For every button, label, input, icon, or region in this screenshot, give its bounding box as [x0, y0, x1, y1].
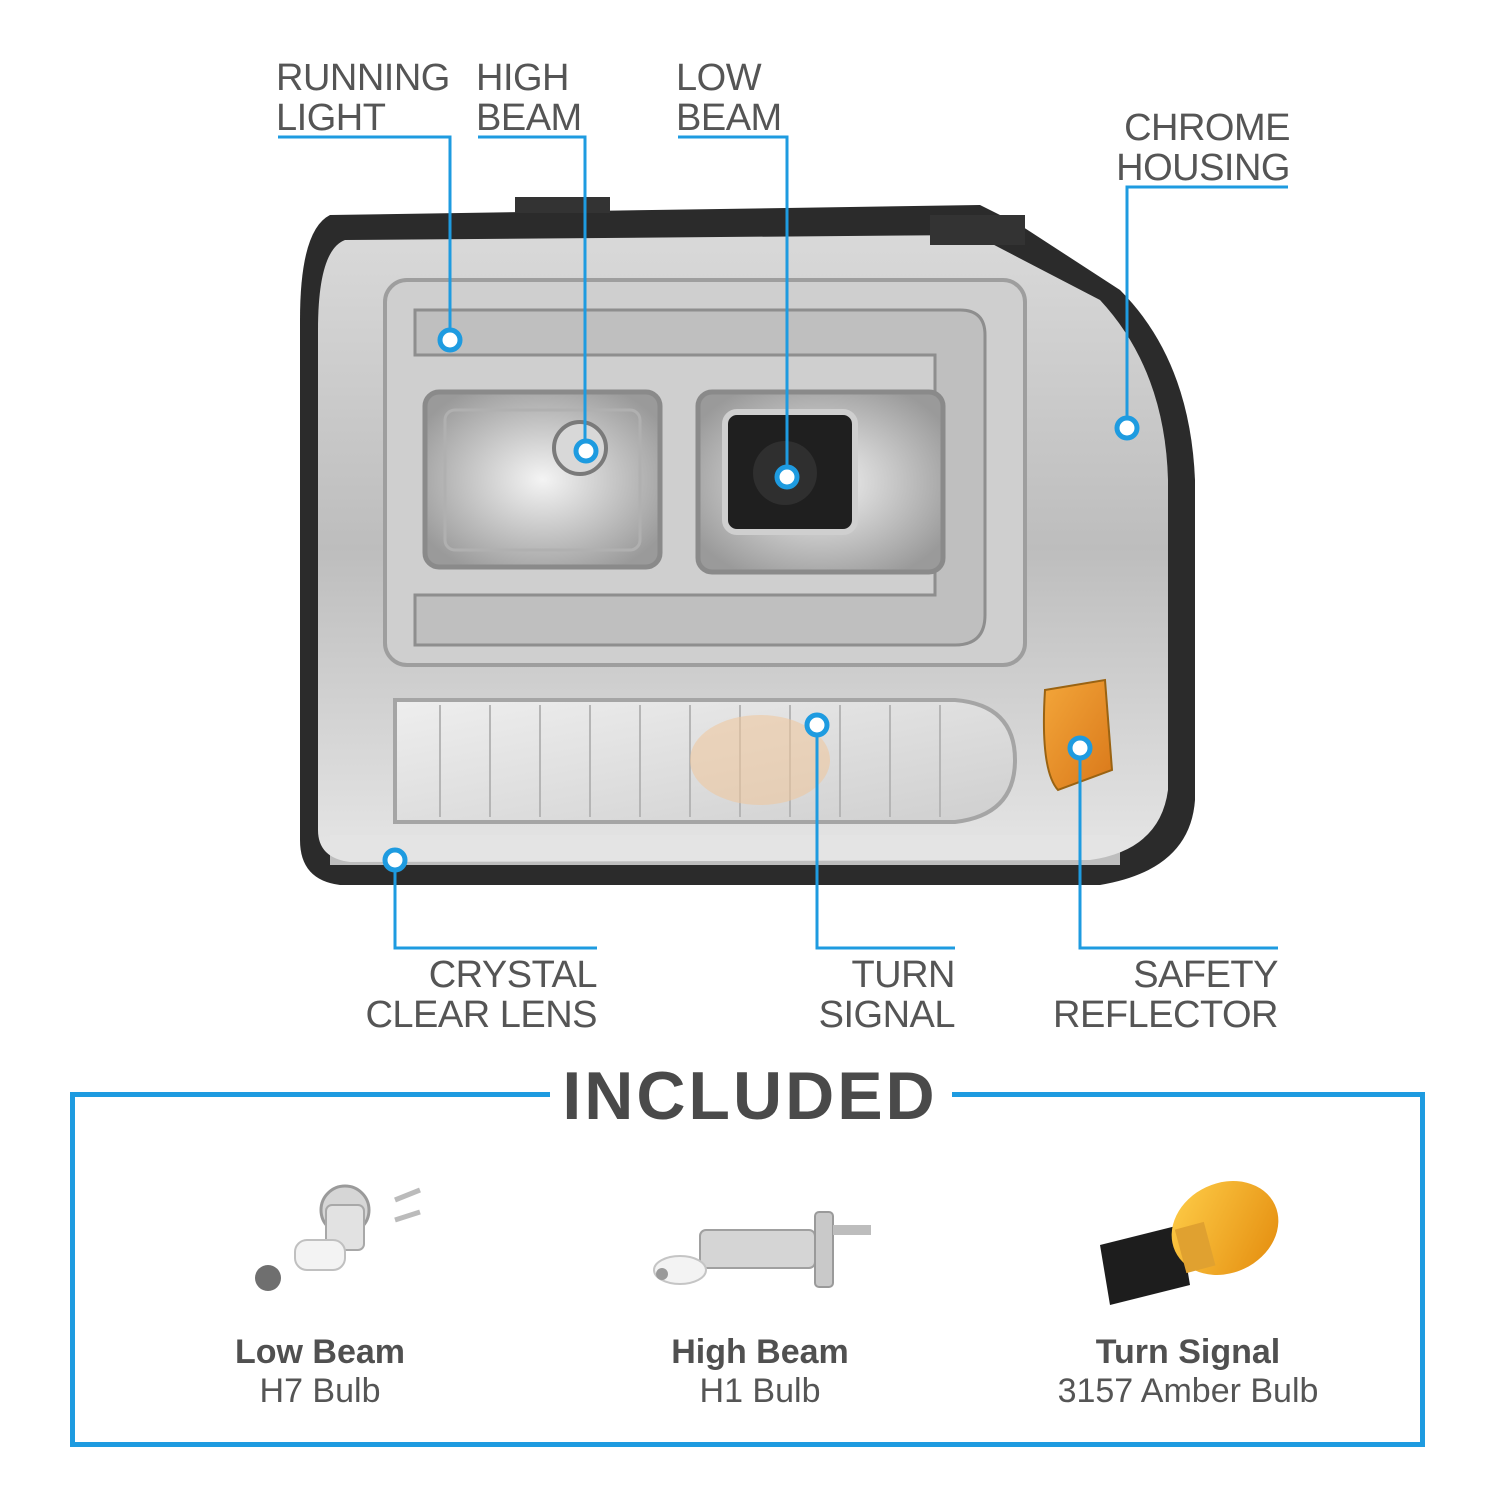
callout-chrome-housing-line2: HOUSING	[1116, 147, 1290, 189]
callout-running-light-line1: RUNNING	[276, 57, 450, 99]
callout-turn-signal-line1: TURN	[851, 954, 955, 996]
callout-markers	[382, 327, 1140, 873]
h7-bulb-icon	[255, 1184, 421, 1291]
included-box	[70, 1092, 1425, 1447]
callout-safety-reflector-line2: REFLECTOR	[1053, 994, 1278, 1036]
3157-amber-bulb-icon	[1100, 1181, 1279, 1305]
included-item-bulb: H7 Bulb	[259, 1372, 381, 1410]
callout-running-light: RUNNING LIGHT	[276, 58, 450, 138]
callout-safety-reflector: SAFETY REFLECTOR	[1040, 955, 1278, 1035]
included-box-top-left-border	[70, 1092, 550, 1097]
included-item-low-beam: Low Beam H7 Bulb	[140, 1333, 500, 1411]
callout-crystal-clear-lens-line1: CRYSTAL	[428, 954, 598, 996]
included-item-name: Low Beam	[234, 1333, 406, 1371]
included-box-top-right-border	[952, 1092, 1425, 1097]
included-title: INCLUDED	[550, 1058, 950, 1134]
callout-turn-signal-line2: SIGNAL	[818, 994, 956, 1036]
callout-high-beam-line1: HIGH	[476, 57, 569, 99]
callout-high-beam: HIGH BEAM	[476, 58, 582, 138]
callout-turn-signal: TURN SIGNAL	[755, 954, 956, 1036]
headlight-housing	[300, 197, 1195, 885]
included-item-name: Turn Signal	[1095, 1333, 1281, 1371]
callout-chrome-housing: CHROME HOUSING	[1040, 108, 1290, 188]
included-item-bulb: 3157 Amber Bulb	[1057, 1372, 1319, 1410]
callout-running-light-line2: LIGHT	[276, 97, 386, 139]
included-item-high-beam: High Beam H1 Bulb	[580, 1333, 940, 1411]
callout-low-beam-line2: BEAM	[676, 97, 782, 139]
included-item-bulb: H1 Bulb	[699, 1372, 821, 1410]
h1-bulb-icon	[653, 1211, 871, 1288]
included-item-turn-signal: Turn Signal 3157 Amber Bulb	[1008, 1333, 1368, 1411]
callout-leader-lines	[278, 135, 1288, 950]
callout-low-beam-line1: LOW	[676, 57, 762, 99]
callout-low-beam: LOW BEAM	[676, 58, 782, 138]
included-item-name: High Beam	[671, 1333, 849, 1371]
callout-crystal-clear-lens: CRYSTAL CLEAR LENS	[340, 955, 597, 1035]
callout-chrome-housing-line1: CHROME	[1124, 107, 1290, 149]
callout-crystal-clear-lens-line2: CLEAR LENS	[365, 994, 597, 1036]
callout-safety-reflector-line1: SAFETY	[1133, 954, 1278, 996]
callout-high-beam-line2: BEAM	[476, 97, 582, 139]
